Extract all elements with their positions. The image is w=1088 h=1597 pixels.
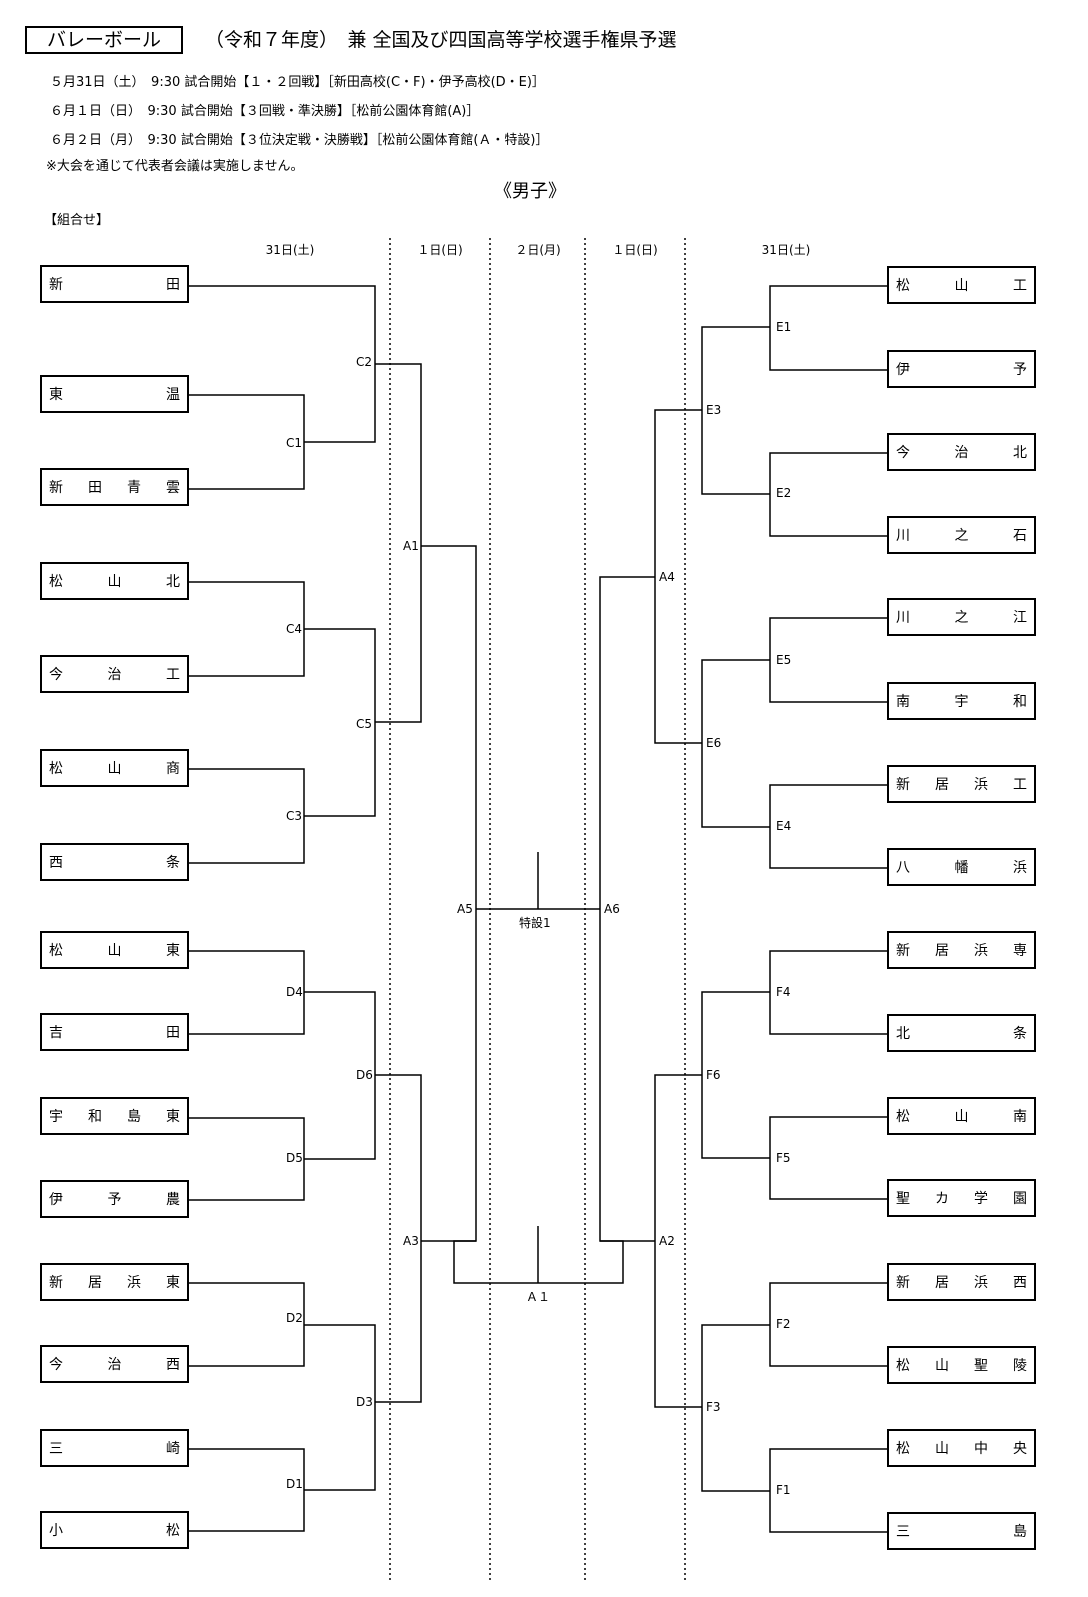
team-left-15: 小松	[40, 1511, 189, 1549]
match-label-c2: C2	[356, 355, 373, 369]
divider-lines	[389, 238, 686, 1583]
match-label-a4: A4	[659, 570, 675, 584]
schedule-line-3: ６月２日（月） 9:30 試合開始【３位決定戦・決勝戦】［松前公園体育館(Ａ・特…	[50, 133, 549, 148]
team-left-9: 吉田	[40, 1013, 189, 1051]
team-right-16: 三島	[887, 1512, 1036, 1550]
match-label-a2: A2	[659, 1234, 675, 1248]
team-right-12: 聖カ学園	[887, 1179, 1036, 1217]
match-label-d3: D3	[356, 1395, 373, 1409]
team-right-7: 新居浜工	[887, 765, 1036, 803]
match-label-a5: A5	[457, 902, 473, 916]
team-right-6: 南宇和	[887, 682, 1036, 720]
venue-special-label: 特設1	[519, 916, 551, 930]
team-right-1: 松山工	[887, 266, 1036, 304]
column-day-final: ２日(月)	[515, 243, 561, 257]
team-right-10: 北条	[887, 1014, 1036, 1052]
match-label-c5: C5	[356, 717, 373, 731]
match-label-e1: E1	[776, 320, 792, 334]
match-label-e6: E6	[706, 736, 722, 750]
team-right-15: 松山中央	[887, 1429, 1036, 1467]
venue-final-label: Ａ１	[526, 1290, 551, 1304]
match-label-e5: E5	[776, 653, 792, 667]
division-title: 《男子》	[494, 181, 566, 202]
match-label-d4: D4	[286, 985, 303, 999]
column-day-left-1: 31日(土)	[265, 243, 315, 257]
match-label-a1: A1	[403, 539, 419, 553]
match-label-f6: F6	[706, 1068, 721, 1082]
team-left-11: 伊予農	[40, 1180, 189, 1218]
team-right-5: 川之江	[887, 598, 1036, 636]
sport-label-box: バレーボール	[25, 26, 183, 54]
team-right-3: 今治北	[887, 433, 1036, 471]
match-label-a3: A3	[403, 1234, 419, 1248]
finals-lines	[453, 852, 624, 1284]
schedule-note: ※大会を通じて代表者会議は実施しません。	[46, 159, 304, 174]
match-label-a6: A6	[604, 902, 620, 916]
match-label-d6: D6	[356, 1068, 373, 1082]
match-label-f4: F4	[776, 985, 791, 999]
team-left-14: 三崎	[40, 1429, 189, 1467]
team-right-2: 伊予	[887, 350, 1036, 388]
match-label-d2: D2	[286, 1311, 303, 1325]
schedule-line-2: ６月１日（日） 9:30 試合開始【３回戦・準決勝】［松前公園体育館(A)］	[50, 104, 480, 119]
match-label-e3: E3	[706, 403, 722, 417]
team-left-2: 東温	[40, 375, 189, 413]
team-left-13: 今治西	[40, 1345, 189, 1383]
match-label-f5: F5	[776, 1151, 791, 1165]
sport-label: バレーボール	[46, 29, 161, 51]
match-label-d5: D5	[286, 1151, 303, 1165]
team-left-10: 宇和島東	[40, 1097, 189, 1135]
page-title: （令和７年度） 兼 全国及び四国高等学校選手権県予選	[205, 29, 677, 51]
match-label-c3: C3	[286, 809, 303, 823]
team-left-3: 新田青雲	[40, 468, 189, 506]
team-left-6: 松山商	[40, 749, 189, 787]
team-left-4: 松山北	[40, 562, 189, 600]
team-left-1: 新田	[40, 265, 189, 303]
left-bracket	[188, 285, 477, 1532]
team-left-8: 松山東	[40, 931, 189, 969]
team-right-4: 川之石	[887, 516, 1036, 554]
column-day-right-1: 31日(土)	[761, 243, 811, 257]
team-left-7: 西条	[40, 843, 189, 881]
schedule-line-1: ５月31日（土） 9:30 試合開始【１・２回戦】［新田高校(C・F)・伊予高校…	[50, 75, 545, 90]
match-label-e4: E4	[776, 819, 792, 833]
column-day-right-2: １日(日)	[612, 243, 658, 257]
team-right-14: 松山聖陵	[887, 1346, 1036, 1384]
match-label-f3: F3	[706, 1400, 721, 1414]
team-right-8: 八幡浜	[887, 848, 1036, 886]
match-label-c4: C4	[286, 622, 303, 636]
column-day-left-2: １日(日)	[417, 243, 463, 257]
match-label-f2: F2	[776, 1317, 791, 1331]
team-right-9: 新居浜専	[887, 931, 1036, 969]
team-right-13: 新居浜西	[887, 1263, 1036, 1301]
match-label-e2: E2	[776, 486, 792, 500]
pairing-heading: 【組合せ】	[44, 213, 110, 228]
team-left-5: 今治工	[40, 655, 189, 693]
team-right-11: 松山南	[887, 1097, 1036, 1135]
match-label-f1: F1	[776, 1483, 791, 1497]
team-left-12: 新居浜東	[40, 1263, 189, 1301]
right-bracket	[599, 285, 887, 1533]
match-label-c1: C1	[286, 436, 303, 450]
match-label-d1: D1	[286, 1477, 303, 1491]
